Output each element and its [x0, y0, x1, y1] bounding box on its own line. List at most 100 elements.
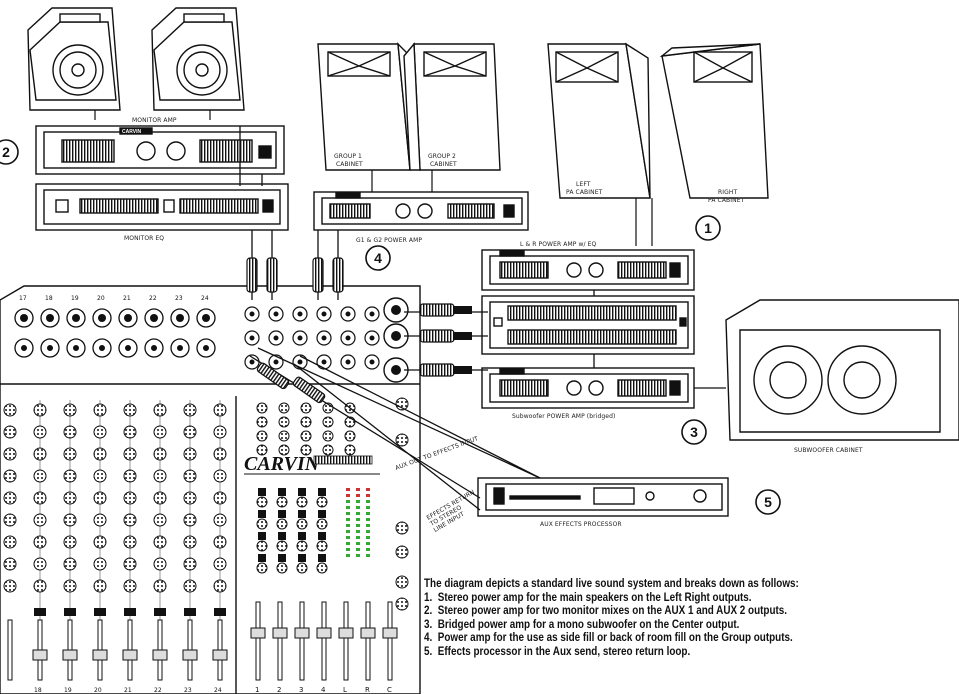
- channel-number: 22: [149, 295, 157, 302]
- input-jack-center: [73, 345, 79, 351]
- master-button: [318, 554, 326, 562]
- master-button: [278, 510, 286, 518]
- master-fader-label: 4: [321, 686, 326, 694]
- channel-number: 21: [124, 687, 132, 694]
- master-fader-cap: [316, 627, 332, 639]
- level-meter-led: [366, 530, 370, 533]
- eq-knob: [63, 579, 77, 593]
- master-knob: [278, 416, 290, 428]
- master-knob: [344, 430, 356, 442]
- fader-button: [64, 608, 76, 616]
- xlr-plug: [419, 303, 455, 317]
- input-jack-center: [46, 314, 54, 322]
- eq-knob: [213, 535, 227, 549]
- eq-knob: [63, 535, 77, 549]
- legend-item: 1.Stereo power amp for the main speakers…: [424, 591, 752, 604]
- master-button: [258, 554, 266, 562]
- level-meter-led: [366, 524, 370, 527]
- level-meter-led: [356, 500, 360, 503]
- master-fader-label: 2: [277, 686, 281, 694]
- jack-plug: [246, 257, 258, 293]
- svg-text:2: 2: [2, 144, 10, 160]
- output-jack-center: [345, 359, 351, 365]
- eq-knob: [123, 535, 137, 549]
- input-jack-center: [21, 345, 27, 351]
- eq-knob: [183, 557, 197, 571]
- channel-number: 24: [214, 687, 222, 694]
- level-meter-led: [366, 494, 370, 497]
- eq-knob: [33, 535, 47, 549]
- level-meter-led: [366, 548, 370, 551]
- eq-knob: [3, 425, 17, 439]
- xlr-plug-body: [454, 366, 472, 374]
- eq-knob: [123, 513, 137, 527]
- eq-knob: [33, 403, 47, 417]
- eq-knob: [213, 469, 227, 483]
- eq-knob: [183, 447, 197, 461]
- master-knob: [316, 562, 328, 574]
- input-jack-center: [72, 314, 80, 322]
- output-jack-center: [273, 359, 279, 365]
- eq-knob: [123, 491, 137, 505]
- eq-knob: [153, 579, 167, 593]
- eq-knob: [63, 403, 77, 417]
- eq-knob: [33, 425, 47, 439]
- jack-plug: [256, 362, 290, 390]
- output-jack-center: [273, 335, 279, 341]
- eq-knob: [93, 425, 107, 439]
- master-knob: [395, 521, 409, 535]
- level-meter-led: [366, 542, 370, 545]
- eq-knob: [93, 469, 107, 483]
- channel-number: 17: [19, 295, 27, 302]
- master-knob: [300, 444, 312, 456]
- master-button: [298, 532, 306, 540]
- monitor-amp-brand: CARVIN: [122, 129, 141, 135]
- master-fader-track: [255, 601, 261, 681]
- level-meter-led: [356, 494, 360, 497]
- output-jack-center: [321, 335, 327, 341]
- master-knob: [278, 430, 290, 442]
- level-meter-led: [366, 506, 370, 509]
- eq-knob: [183, 425, 197, 439]
- level-meter-led: [346, 518, 350, 521]
- xlr-plug-body: [454, 306, 472, 314]
- sub-power-amp-label: Subwoofer POWER AMP (bridged): [512, 413, 615, 420]
- eq-knob: [153, 491, 167, 505]
- eq-knob: [3, 403, 17, 417]
- master-knob: [256, 562, 268, 574]
- channel-number: 20: [97, 295, 105, 302]
- eq-knob: [93, 491, 107, 505]
- group-2-cabinet: [403, 42, 501, 171]
- master-button: [318, 532, 326, 540]
- input-jack-center: [202, 314, 210, 322]
- callout-3: 3: [681, 419, 707, 445]
- input-jack-center: [176, 314, 184, 322]
- eq-knob: [3, 579, 17, 593]
- eq-knob: [153, 557, 167, 571]
- master-fader-track: [321, 601, 327, 681]
- eq-knob: [183, 535, 197, 549]
- master-knob: [256, 402, 268, 414]
- master-fader-track: [387, 601, 393, 681]
- eq-knob: [183, 491, 197, 505]
- level-meter-led: [356, 542, 360, 545]
- xlr-plug: [419, 363, 455, 377]
- level-meter-led: [346, 488, 350, 491]
- master-knob: [316, 518, 328, 530]
- input-jack-center: [151, 345, 157, 351]
- fader-cap: [182, 649, 198, 661]
- master-fader-cap: [338, 627, 354, 639]
- subwoofer-cabinet: [725, 299, 959, 441]
- fader-button: [154, 608, 166, 616]
- effects-processor: [477, 477, 729, 517]
- master-knob: [296, 540, 308, 552]
- output-jack-center: [249, 311, 255, 317]
- cable-plugs: [246, 257, 472, 404]
- channel-number: 19: [71, 295, 79, 302]
- output-jack-center: [369, 311, 375, 317]
- master-knob: [316, 540, 328, 552]
- input-jack-center: [99, 345, 105, 351]
- eq-knob: [63, 557, 77, 571]
